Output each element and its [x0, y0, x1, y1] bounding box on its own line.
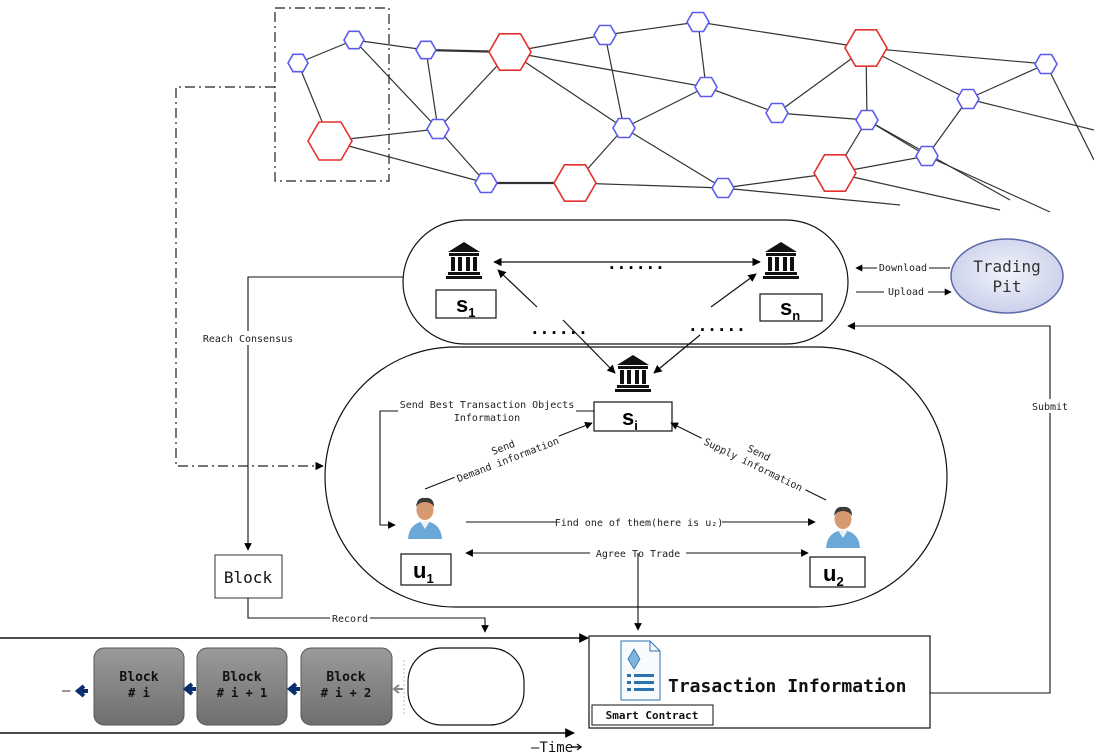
find-one-label: Find one of them(here is u₂): [555, 518, 724, 529]
upload-label: Upload: [888, 287, 924, 298]
svg-text:s1: s1: [456, 292, 475, 320]
arrow-left-icon: [74, 684, 88, 698]
time-label: Time: [539, 740, 573, 755]
node-blue: [426, 118, 450, 140]
user-u2-label: u: [823, 561, 836, 586]
node-blue: [765, 102, 789, 124]
server-s1-label: s: [456, 292, 468, 317]
user-u2-sub: 2: [836, 574, 843, 589]
trading-pit-line2: Pit: [993, 277, 1022, 296]
arrow-left-icon: [392, 684, 403, 694]
smart-contract-box: [591, 704, 714, 726]
user-u2-box: [809, 556, 866, 588]
svg-text:sn: sn: [780, 295, 800, 323]
chain-block-i-line2: # i: [128, 686, 150, 700]
svg-text:–: –: [62, 683, 71, 699]
server-si-box: [593, 401, 673, 432]
arrow-left-icon: [286, 682, 300, 696]
user-u1-label: u: [413, 558, 426, 583]
node-blue: [915, 145, 939, 167]
svg-text:si: si: [622, 405, 638, 433]
submit-label: Submit: [1032, 402, 1068, 413]
chain-block-i2-line2: # i + 2: [321, 686, 372, 700]
transaction-title: Trasaction Information: [668, 676, 906, 697]
node-blue: [343, 30, 365, 50]
node-blue: [956, 88, 980, 110]
download-label: Download: [879, 263, 927, 274]
chain-block-i2: Block # i + 2: [300, 647, 393, 726]
chain-block-i-line1: Block: [119, 670, 158, 685]
selection-link: [175, 86, 324, 471]
server-s1-sub: 1: [468, 305, 475, 320]
chain-block-i1-line2: # i + 1: [217, 686, 268, 700]
smart-contract-label: Smart Contract: [606, 709, 699, 722]
record-label: Record: [332, 614, 368, 625]
selection-box: [274, 7, 390, 182]
node-blue: [711, 177, 735, 199]
svg-text:–Time: –Time: [531, 740, 573, 755]
node-red: [488, 32, 532, 71]
trading-pit-line1: Trading: [973, 257, 1040, 276]
network-nodes: [287, 11, 1058, 202]
document-icon: [620, 640, 661, 701]
node-blue: [612, 117, 636, 139]
svg-text:u1: u1: [413, 558, 434, 586]
reach-consensus-label: Reach Consensus: [203, 334, 293, 345]
server-s1-box: [435, 289, 497, 319]
server-si-label: s: [622, 405, 634, 430]
node-red: [844, 28, 888, 67]
svg-text:u2: u2: [823, 561, 844, 589]
node-blue: [287, 53, 309, 73]
server-sn-label: s: [780, 295, 792, 320]
server-si-sub: i: [634, 418, 638, 433]
node-blue: [1034, 53, 1058, 75]
node-blue: [855, 109, 879, 131]
dots-left: ......: [530, 319, 588, 338]
dots-right: ......: [688, 316, 746, 335]
block-label: Block: [224, 568, 273, 587]
server-sn-box: [759, 293, 823, 322]
node-red: [553, 164, 597, 202]
node-red: [813, 154, 857, 192]
arrow-left-icon: [182, 682, 196, 696]
user-u1-sub: 1: [426, 571, 433, 586]
trading-pit: [950, 238, 1064, 314]
node-blue: [593, 24, 617, 46]
node-blue: [686, 11, 710, 33]
node-blue: [474, 172, 498, 194]
arrow-right-icon: [572, 743, 583, 751]
server-sn-sub: n: [792, 308, 800, 323]
chain-block-i: Block # i: [93, 647, 185, 726]
dots-top: ......: [607, 254, 665, 273]
node-blue: [694, 76, 718, 98]
chain-block-i1-line1: Block: [222, 670, 261, 685]
chain-block-i1: Block # i + 1: [196, 647, 288, 726]
send-best-label-2: Information: [454, 413, 520, 424]
send-best-label-1: Send Best Transaction Objects: [400, 400, 575, 411]
next-block-slot: [407, 647, 525, 726]
node-red: [307, 121, 353, 161]
block-box: [214, 554, 283, 599]
user-u1-box: [400, 553, 452, 586]
node-blue: [415, 40, 437, 60]
server-cluster: [402, 219, 849, 345]
chain-block-i2-line1: Block: [326, 670, 365, 685]
